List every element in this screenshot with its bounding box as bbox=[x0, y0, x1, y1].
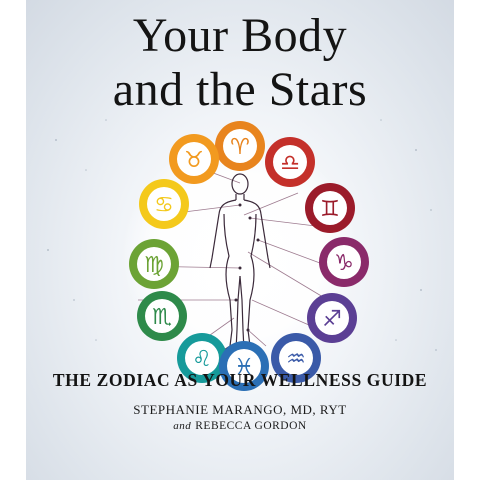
badge-center bbox=[315, 301, 349, 335]
badge-center bbox=[145, 299, 179, 333]
zodiac-badge-libra: ♎ bbox=[265, 137, 315, 187]
zodiac-badge-scorpio: ♏ bbox=[137, 291, 187, 341]
zodiac-badge-cancer: ♋ bbox=[139, 179, 189, 229]
aries-icon: ♈ bbox=[230, 135, 250, 160]
zodiac-badge-sagittarius: ♐ bbox=[307, 293, 357, 343]
zodiac-body-illustration: ♈ ♉ ♋ ♍ ♏ ♌ ♓ ♒ ♐ ♑ ♊ ♎ bbox=[47, 119, 437, 391]
badge-center bbox=[313, 191, 347, 225]
body-points bbox=[234, 203, 260, 332]
badge-center bbox=[147, 187, 181, 221]
badge-center bbox=[227, 349, 261, 383]
zodiac-badge-virgo: ♍ bbox=[129, 239, 179, 289]
zodiac-badges: ♈ ♉ ♋ ♍ ♏ ♌ ♓ ♒ ♐ ♑ ♊ ♎ bbox=[129, 121, 369, 391]
badge-center bbox=[137, 247, 171, 281]
scorpio-icon: ♏ bbox=[152, 305, 172, 330]
zodiac-badge-aquarius: ♒ bbox=[271, 333, 321, 383]
title-line-1: Your Body bbox=[132, 9, 348, 62]
sagittarius-icon: ♐ bbox=[322, 307, 342, 332]
zodiac-badge-pisces: ♓ bbox=[219, 341, 269, 391]
pisces-icon: ♓ bbox=[234, 355, 254, 380]
zodiac-badge-capricorn: ♑ bbox=[319, 237, 369, 287]
badge-center bbox=[279, 341, 313, 375]
subtitle: THE ZODIAC AS YOUR WELLNESS GUIDE bbox=[52, 370, 428, 390]
badge-center bbox=[185, 341, 219, 375]
star-speckles bbox=[47, 119, 437, 351]
book-cover: Your Body and the Stars bbox=[26, 0, 454, 480]
badge-center bbox=[273, 145, 307, 179]
author-secondary: REBECCA GORDON bbox=[195, 420, 307, 432]
badge-center bbox=[327, 245, 361, 279]
zodiac-badge-gemini: ♊ bbox=[305, 183, 355, 233]
cancer-icon: ♋ bbox=[154, 193, 174, 218]
zodiac-badge-leo: ♌ bbox=[177, 333, 227, 383]
capricorn-icon: ♑ bbox=[334, 251, 354, 276]
zodiac-badge-taurus: ♉ bbox=[169, 134, 219, 184]
zodiac-badge-aries: ♈ bbox=[215, 121, 265, 171]
author-primary: STEPHANIE MARANGO, MD, RYT bbox=[133, 402, 347, 417]
badge-center bbox=[223, 129, 257, 163]
virgo-icon: ♍ bbox=[144, 253, 164, 278]
aquarius-icon: ♒ bbox=[286, 347, 306, 372]
gemini-icon: ♊ bbox=[320, 197, 340, 222]
author-joiner: and bbox=[173, 420, 192, 432]
taurus-icon: ♉ bbox=[184, 148, 204, 173]
badge-center bbox=[177, 142, 211, 176]
leo-icon: ♌ bbox=[192, 347, 212, 372]
libra-icon: ♎ bbox=[280, 151, 300, 176]
title-line-2: and the Stars bbox=[112, 63, 368, 116]
